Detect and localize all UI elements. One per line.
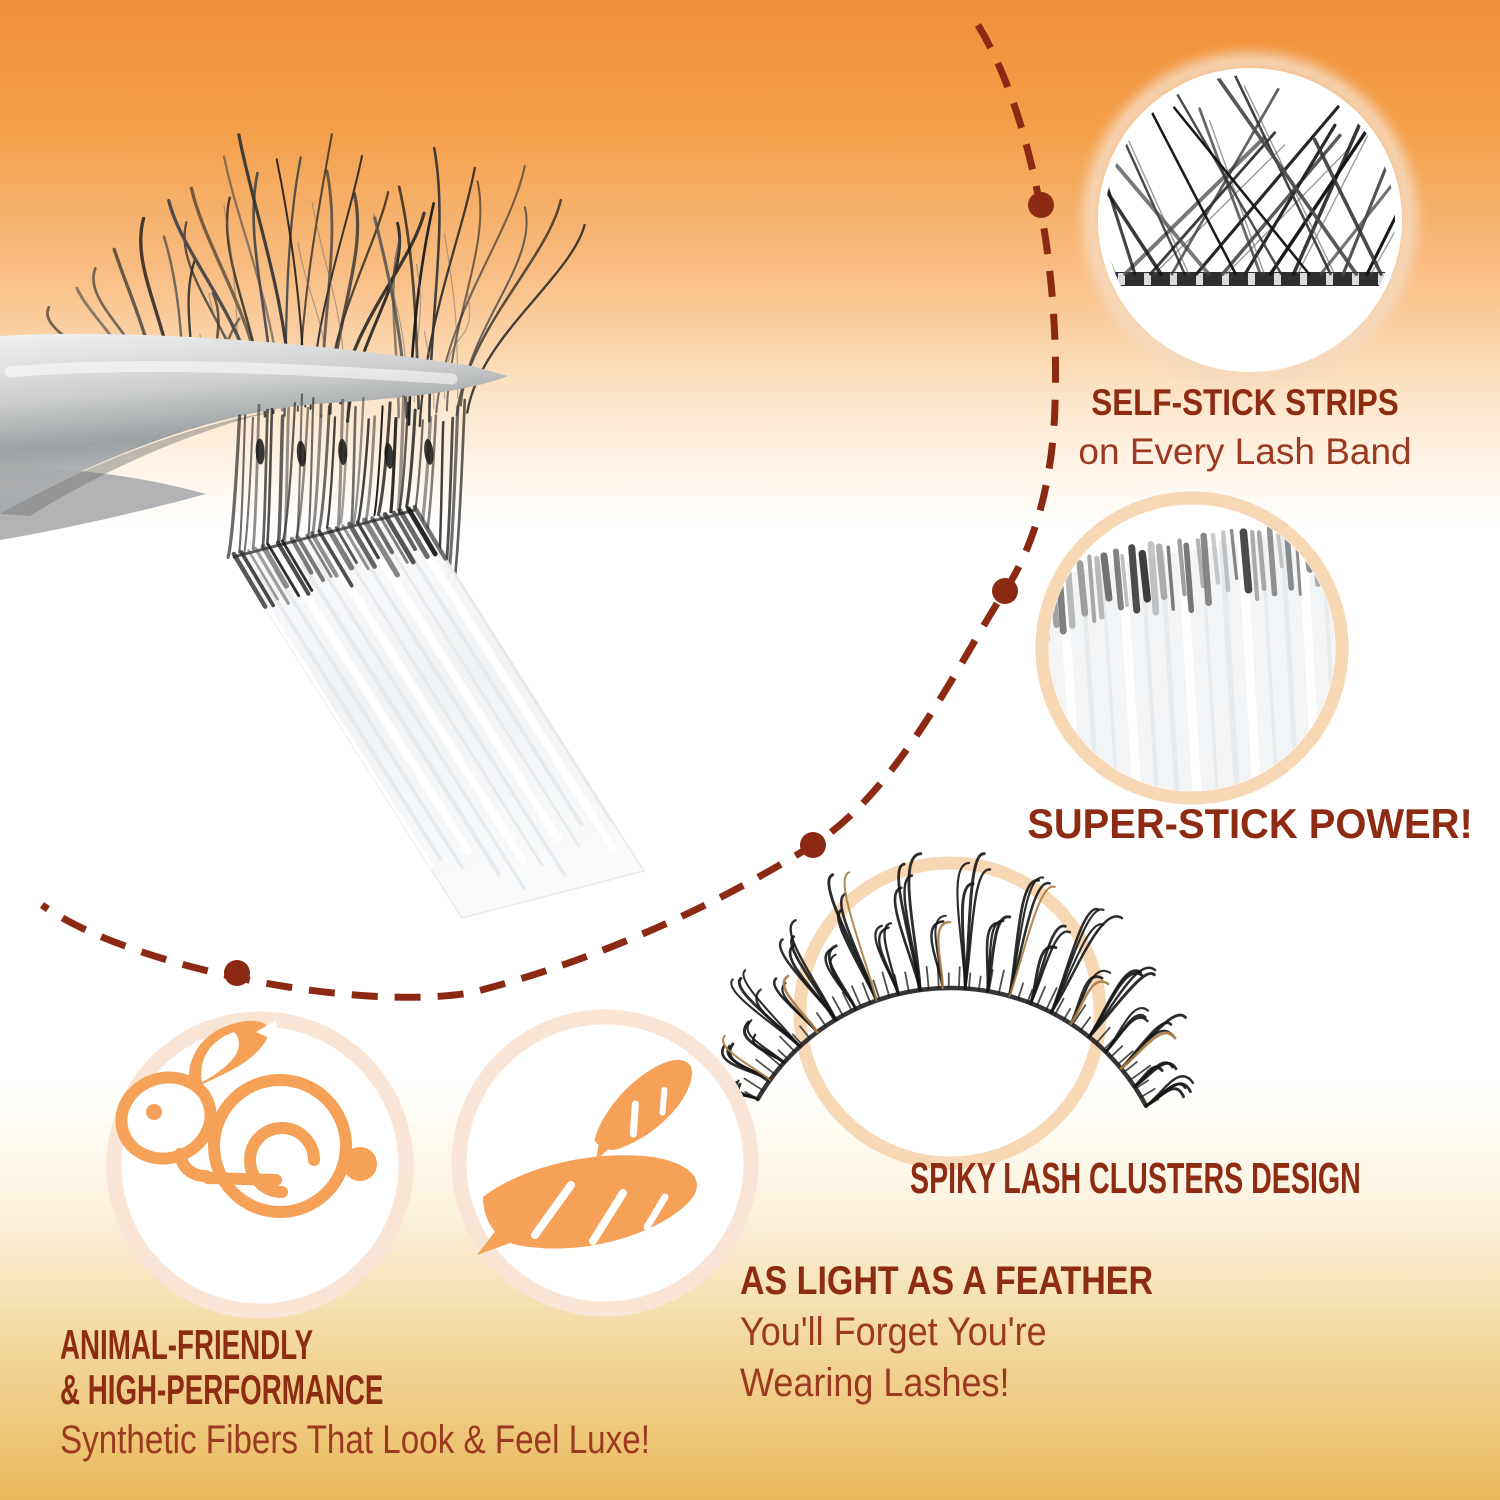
callout-line: Wearing Lashes! (740, 1361, 1010, 1405)
rabbit-icon (115, 1020, 377, 1218)
callout-title: AS LIGHT AS A FEATHER (740, 1259, 1154, 1303)
lash-band-closeup (1105, 75, 1395, 286)
callout-title: SPIKY LASH CLUSTERS DESIGN (910, 1154, 1361, 1203)
clear-adhesive-strip-photo (231, 504, 646, 919)
callout-line: You'll Forget You're (740, 1310, 1047, 1354)
tweezers-photo (0, 333, 508, 540)
callout-subtitle: on Every Lash Band (1078, 431, 1412, 472)
connector-dot (224, 960, 250, 986)
callout-circle-self-stick (1083, 53, 1417, 387)
callout-circle-super-stick (1035, 491, 1349, 805)
callout-circle-spiky (720, 852, 1195, 1170)
callout-animal-text: ANIMAL-FRIENDLY & HIGH-PERFORMANCE Synth… (60, 1322, 771, 1463)
spiky-lash-strip (720, 852, 1195, 1109)
callout-title: SELF-STICK STRIPS (1091, 382, 1399, 423)
feather-icon (477, 1059, 697, 1255)
animal-friendly-badge (106, 1011, 414, 1319)
connector-dot (992, 578, 1018, 604)
callout-spiky-text: SPIKY LASH CLUSTERS DESIGN (805, 1154, 1405, 1204)
callout-subtitle: Synthetic Fibers That Look & Feel Luxe! (60, 1418, 650, 1462)
lightweight-badge (451, 1009, 759, 1317)
callout-feather-text: AS LIGHT AS A FEATHER You'll Forget You'… (740, 1256, 1226, 1409)
callout-self-stick-text: SELF-STICK STRIPS on Every Lash Band (1035, 378, 1455, 476)
callout-title: ANIMAL-FRIENDLY (60, 1321, 314, 1368)
connector-dot (1028, 192, 1054, 218)
callout-title: SUPER-STICK POWER! (1027, 800, 1473, 847)
callout-title: & HIGH-PERFORMANCE (60, 1366, 384, 1413)
dotted-connector-path (39, 23, 1059, 1001)
callout-super-stick-text: SUPER-STICK POWER! (1010, 800, 1490, 848)
connector-dot (800, 832, 826, 858)
